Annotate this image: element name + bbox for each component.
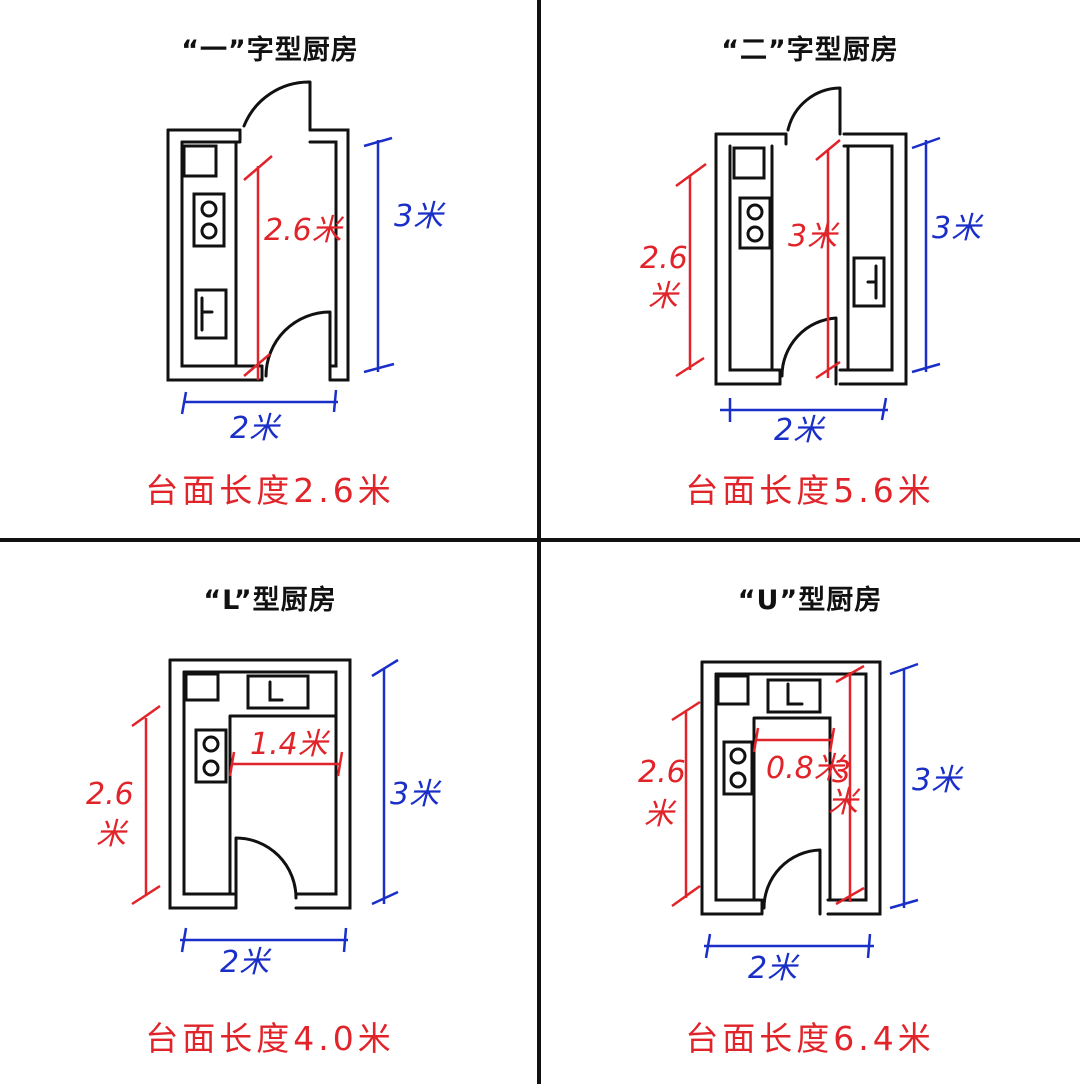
dim-label-left-counter-a: 2.6 xyxy=(638,755,686,790)
horizontal-divider xyxy=(0,538,1080,542)
sink xyxy=(852,256,886,308)
dim-left-counter xyxy=(675,162,707,378)
countertop-length-caption: 台面长度2.6米 xyxy=(145,471,395,510)
dim-label-right-counter-a: 3 xyxy=(832,755,851,790)
dim-label-top-counter: 0.8米 xyxy=(766,751,847,786)
bottom-door xyxy=(778,316,838,386)
dim-label-left-counter-a: 2.6 xyxy=(640,241,688,276)
inner-wall-right xyxy=(838,144,894,372)
floor-plan-u-shape: 2.6 米 0.8米 3 米 3米 2米 xyxy=(638,660,964,986)
quadrant-one-line-kitchen: “一”字型厨房 2.6米 xyxy=(0,0,540,540)
dim-label-top-counter: 1.4米 xyxy=(250,727,331,762)
bottom-door xyxy=(234,836,298,910)
top-door xyxy=(784,86,842,146)
sink xyxy=(766,678,822,714)
dim-label-width: 2米 xyxy=(230,411,282,446)
floor-plan-one-line: 2.6米 3米 2米 xyxy=(166,80,446,446)
dim-width xyxy=(180,927,348,953)
quadrant-u-shape-kitchen: “U”型厨房 2.6 米 0.8米 3 xyxy=(540,542,1080,1082)
quadrant-title: “L”型厨房 xyxy=(203,585,337,616)
floor-plan-two-line: 2.6 米 3米 3米 2米 xyxy=(640,86,984,448)
dim-right-counter xyxy=(835,664,865,906)
stove xyxy=(194,728,228,784)
dim-label-width: 2米 xyxy=(748,951,800,986)
dim-top-counter xyxy=(228,751,344,777)
stove xyxy=(738,196,772,250)
fridge xyxy=(732,146,766,180)
dim-label-width: 2米 xyxy=(220,945,272,980)
stove xyxy=(722,740,754,796)
outer-wall-top-right xyxy=(700,660,882,916)
dim-label-total-height: 3米 xyxy=(394,199,446,234)
dim-inner-height xyxy=(815,139,841,380)
top-door xyxy=(238,80,312,142)
inner-wall-left xyxy=(714,672,762,902)
countertop-length-caption: 台面长度6.4米 xyxy=(685,1019,935,1058)
quadrant-title: “二”字型厨房 xyxy=(721,35,899,66)
dim-total-height xyxy=(911,136,941,374)
outer-wall-left xyxy=(168,658,238,910)
fridge xyxy=(716,674,750,706)
stove xyxy=(192,192,226,248)
countertop-length-caption: 台面长度4.0米 xyxy=(145,1019,395,1058)
dim-label-inner-height: 2.6米 xyxy=(264,213,345,248)
counter-edge xyxy=(228,714,338,896)
fridge xyxy=(182,144,218,178)
dim-label-right-counter-b: 米 xyxy=(828,785,861,820)
dim-label-left-counter-b: 米 xyxy=(644,797,677,832)
quadrant-title: “一”字型厨房 xyxy=(181,35,359,66)
outer-wall-right xyxy=(714,132,908,386)
dim-left-counter xyxy=(131,704,161,906)
bottom-door xyxy=(760,848,822,916)
outer-wall-right xyxy=(166,128,350,382)
dim-total-height xyxy=(889,662,919,910)
outer-wall-left xyxy=(700,660,762,916)
dim-inner-height xyxy=(243,155,273,380)
sink xyxy=(194,288,228,340)
dim-label-total-height: 3米 xyxy=(390,777,442,812)
countertop-length-caption: 台面长度5.6米 xyxy=(685,471,935,510)
dim-width xyxy=(180,389,338,415)
inner-wall-top-right xyxy=(714,672,868,902)
counter-edge xyxy=(180,140,242,368)
dim-label-inner-height: 3米 xyxy=(788,219,840,254)
floor-plan-l-shape: 2.6 米 1.4米 3米 2米 xyxy=(86,658,442,980)
dim-top-counter xyxy=(752,727,836,753)
dim-label-left-counter-b: 米 xyxy=(648,279,681,314)
vertical-divider xyxy=(537,0,541,1084)
dim-total-height xyxy=(371,658,399,906)
dim-label-width: 2米 xyxy=(774,413,826,448)
inner-wall-left xyxy=(182,670,238,896)
sink xyxy=(246,674,310,710)
dim-label-left-counter-b: 米 xyxy=(96,817,129,852)
quadrant-two-line-kitchen: “二”字型厨房 2.6 米 3米 xyxy=(540,0,1080,540)
dim-total-height xyxy=(363,136,395,374)
dim-label-left-counter-a: 2.6 xyxy=(86,777,134,812)
quadrant-l-shape-kitchen: “L”型厨房 2.6 米 1.4米 3米 xyxy=(0,542,540,1082)
inner-wall-left xyxy=(728,144,782,372)
bottom-door xyxy=(260,310,332,382)
inner-wall-right xyxy=(308,140,338,368)
dim-label-total-height: 3米 xyxy=(912,763,964,798)
outer-wall-left xyxy=(166,128,264,382)
dim-width xyxy=(720,397,888,422)
fridge xyxy=(184,672,220,702)
outer-wall-top-right xyxy=(168,658,352,910)
dim-left-counter xyxy=(671,700,701,908)
inner-wall-top-right xyxy=(182,670,338,896)
outer-wall-left xyxy=(714,132,782,386)
dim-label-total-height: 3米 xyxy=(932,211,984,246)
dim-width xyxy=(704,933,874,959)
quadrant-title: “U”型厨房 xyxy=(737,585,883,616)
